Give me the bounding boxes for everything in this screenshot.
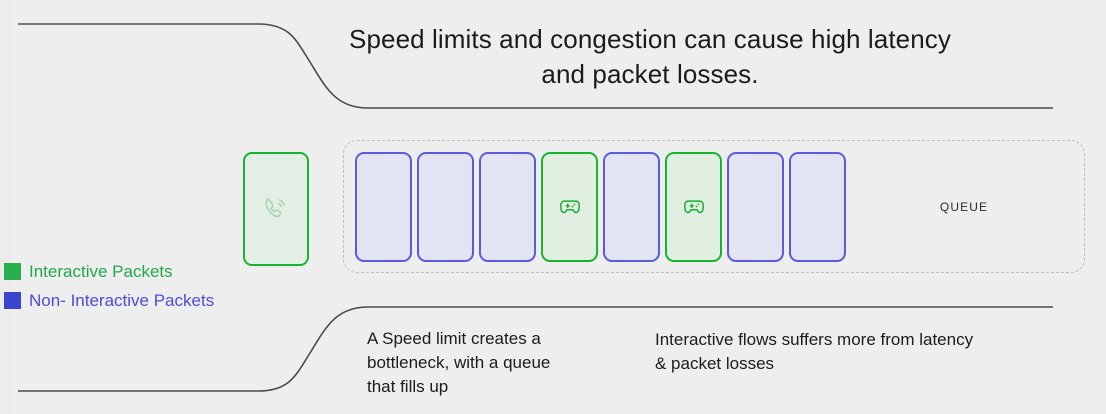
legend-swatch-non-interactive [4, 292, 21, 309]
legend-label-non-interactive: Non- Interactive Packets [29, 291, 215, 310]
legend-swatch-interactive [4, 263, 21, 280]
gamepad-icon [559, 200, 580, 214]
queue-packet [603, 152, 660, 262]
gamepad-icon [683, 200, 704, 214]
legend: Interactive Packets Non- Interactive Pac… [4, 258, 264, 316]
left-margin-strip [0, 0, 12, 414]
queue-packet-list [355, 152, 846, 262]
incoming-interactive-packet [243, 152, 309, 266]
queue-packet [541, 152, 598, 262]
queue-container: QUEUE [343, 140, 1085, 273]
slide-title: Speed limits and congestion can cause hi… [349, 24, 951, 89]
queue-label: QUEUE [939, 199, 989, 214]
caption-bottleneck: A Speed limit creates a bottleneck, with… [367, 329, 551, 397]
legend-label-interactive: Interactive Packets [29, 262, 173, 281]
caption-interactive-flows: Interactive flows suffers more from late… [655, 330, 974, 374]
queue-packet [727, 152, 784, 262]
legend-item-interactive: Interactive Packets [4, 258, 264, 285]
legend-item-non-interactive: Non- Interactive Packets [4, 287, 264, 314]
phone-call-icon [265, 198, 285, 218]
queue-packet [417, 152, 474, 262]
queue-packet [355, 152, 412, 262]
queue-packet [479, 152, 536, 262]
queue-packet [665, 152, 722, 262]
queue-packet [789, 152, 846, 262]
